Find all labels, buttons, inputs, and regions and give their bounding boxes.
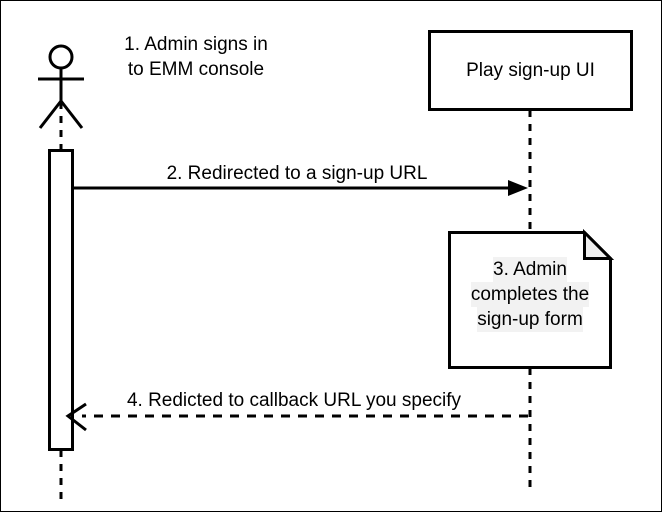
actor-label: 1. Admin signs in to EMM console <box>96 32 296 82</box>
note-label-row-1: 3. Admin <box>449 257 611 282</box>
actor-left-leg <box>38 100 63 129</box>
note-label-line-1: 3. Admin <box>493 257 567 282</box>
message-4-label: 4. Redicted to callback URL you specify <box>126 390 462 411</box>
participant-label: Play sign-up UI <box>466 60 595 81</box>
actor-activation-bar <box>48 149 74 451</box>
note-label-line-3: sign-up form <box>477 307 583 332</box>
note-label-row-3: sign-up form <box>449 307 611 332</box>
message-2-arrowhead-icon <box>508 180 528 196</box>
actor-label-line-2: to EMM console <box>127 59 265 80</box>
actor-right-leg <box>59 100 84 129</box>
message-4-arrowhead-icon <box>65 402 87 432</box>
actor-label-line-1: 1. Admin signs in <box>124 34 268 55</box>
message-2-label: 2. Redirected to a sign-up URL <box>166 163 428 184</box>
stick-figure-actor-icon <box>38 44 84 129</box>
participant-box <box>428 30 633 111</box>
note-folded-corner-icon <box>583 228 615 260</box>
note-label: 3. Admin completes the sign-up form <box>449 257 611 332</box>
note-label-line-2: completes the <box>470 282 590 307</box>
note-label-row-2: completes the <box>449 282 611 307</box>
